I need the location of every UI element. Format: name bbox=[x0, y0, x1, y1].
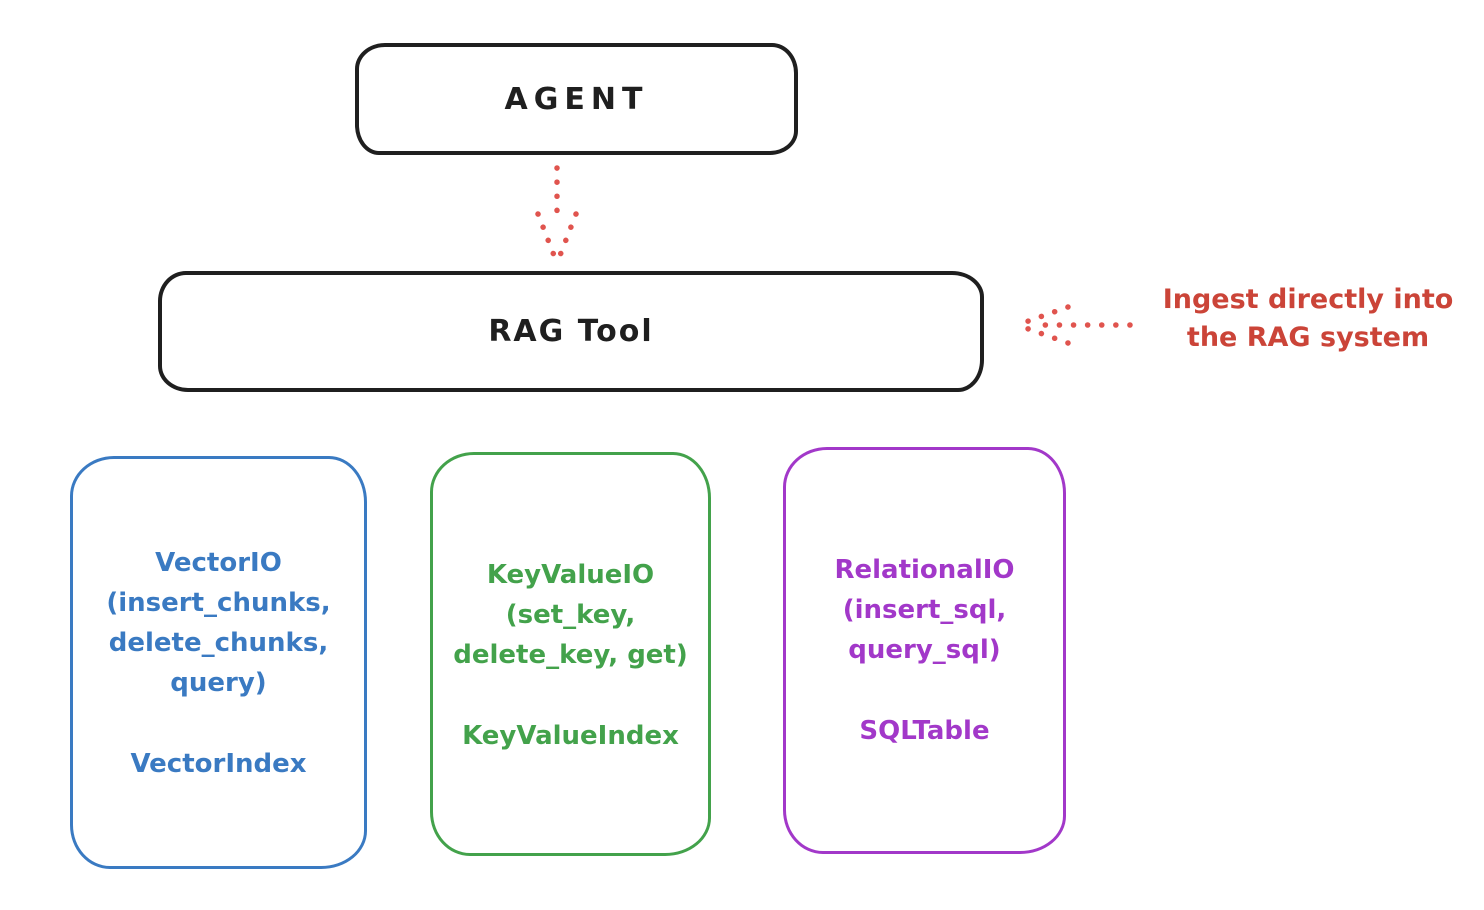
keyvalue-io-title-line: delete_key, get) bbox=[453, 640, 688, 670]
vector-index-label: VectorIndex bbox=[130, 749, 307, 779]
arrow-head-top bbox=[1017, 304, 1071, 327]
vector-io-title-line: delete_chunks, bbox=[108, 628, 329, 658]
agent-to-ragtool-arrow-icon bbox=[535, 165, 579, 261]
keyvalue-io-box: KeyValueIO (set_key, delete_key, get) Ke… bbox=[430, 452, 711, 856]
rag-tool-label: RAG Tool bbox=[488, 314, 654, 349]
vector-io-title-line: VectorIO bbox=[155, 548, 282, 578]
relational-io-title-line: query_sql) bbox=[848, 635, 1001, 665]
keyvalue-io-title-line: (set_key, bbox=[505, 600, 636, 630]
relational-io-title-line: RelationalIO bbox=[834, 555, 1015, 585]
relational-io-box: RelationalIO (insert_sql, query_sql) SQL… bbox=[783, 447, 1066, 854]
ingest-arrow-icon bbox=[1017, 304, 1133, 346]
arrow-head-right bbox=[556, 211, 579, 261]
keyvalue-index-label: KeyValueIndex bbox=[462, 721, 679, 751]
vector-io-title-line: query) bbox=[170, 668, 267, 698]
vector-io-box: VectorIO (insert_chunks, delete_chunks, … bbox=[70, 456, 367, 869]
arrow-head-bottom bbox=[1017, 323, 1071, 346]
rag-tool-box: RAG Tool bbox=[158, 271, 984, 392]
vector-io-title-line: (insert_chunks, bbox=[106, 588, 331, 618]
ingest-annotation: Ingest directly into the RAG system bbox=[1140, 281, 1476, 357]
keyvalue-io-title-line: KeyValueIO bbox=[486, 560, 655, 590]
ingest-annotation-line2: the RAG system bbox=[1186, 322, 1430, 353]
arrow-head-left bbox=[535, 211, 558, 261]
relational-io-title-line: (insert_sql, bbox=[842, 595, 1007, 625]
agent-box: AGENT bbox=[355, 43, 798, 155]
ingest-annotation-line1: Ingest directly into bbox=[1162, 284, 1454, 315]
agent-label: AGENT bbox=[504, 81, 649, 117]
sql-table-label: SQLTable bbox=[859, 716, 990, 746]
